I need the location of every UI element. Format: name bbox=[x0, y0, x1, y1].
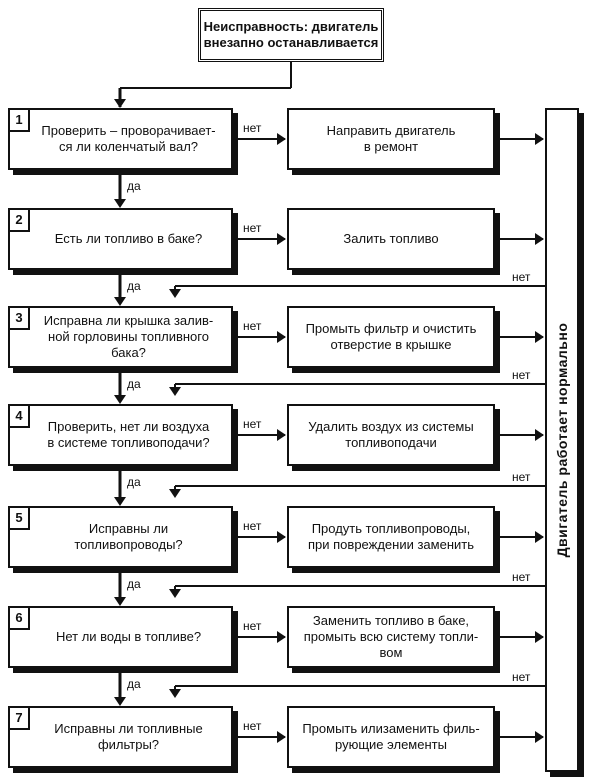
feedback-no-label: нет bbox=[512, 570, 531, 584]
arrow-head bbox=[277, 631, 286, 643]
action-text: Направить двигатель в ремонт bbox=[326, 123, 456, 154]
arrow-head bbox=[277, 531, 286, 543]
arrow-head bbox=[277, 731, 286, 743]
title-text: Неисправность: двигатель внезапно остана… bbox=[203, 19, 379, 50]
action-box-1: Направить двигатель в ремонт bbox=[287, 108, 495, 170]
check-number: 2 bbox=[8, 208, 30, 232]
arrow-head bbox=[277, 133, 286, 145]
normal-operation-text: Двигатель работает нормально bbox=[554, 322, 570, 558]
action-text: Заменить топливо в баке, промыть всю сис… bbox=[303, 613, 479, 660]
feedback-no-label: нет bbox=[512, 470, 531, 484]
check-question: Есть ли топливо в баке? bbox=[54, 231, 203, 246]
action-box-4: Удалить воздух из системы топливоподачи bbox=[287, 404, 495, 466]
arrow-head bbox=[114, 199, 126, 208]
check-question: Исправны ли топливопроводы? bbox=[74, 521, 183, 552]
action-box-5: Продуть топливопроводы, при повреждении … bbox=[287, 506, 495, 568]
yes-label: да bbox=[127, 179, 141, 193]
arrow-head bbox=[277, 429, 286, 441]
no-label: нет bbox=[243, 519, 262, 533]
yes-label: да bbox=[127, 377, 141, 391]
arrow-head bbox=[535, 531, 544, 543]
action-box-2: Залить топливо bbox=[287, 208, 495, 270]
yes-label: да bbox=[127, 475, 141, 489]
no-label: нет bbox=[243, 417, 262, 431]
action-text: Удалить воздух из системы топливоподачи bbox=[308, 419, 474, 450]
arrow-head bbox=[535, 331, 544, 343]
title-box: Неисправность: двигатель внезапно остана… bbox=[198, 8, 384, 62]
action-box-7: Промыть илизаменить филь- рующие элемент… bbox=[287, 706, 495, 768]
arrow-head bbox=[114, 497, 126, 506]
action-text: Промыть фильтр и очистить отверстие в кр… bbox=[305, 321, 477, 352]
feedback-no-label: нет bbox=[512, 270, 531, 284]
arrow-head bbox=[535, 233, 544, 245]
check-number: 7 bbox=[8, 706, 30, 730]
arrow-head bbox=[535, 429, 544, 441]
yes-label: да bbox=[127, 577, 141, 591]
action-text: Продуть топливопроводы, при повреждении … bbox=[308, 521, 474, 552]
check-question: Нет ли воды в топливе? bbox=[55, 629, 202, 644]
check-question: Исправны ли топливные фильтры? bbox=[54, 721, 203, 752]
arrow-head bbox=[277, 331, 286, 343]
arrow-head bbox=[535, 731, 544, 743]
arrow-head bbox=[114, 697, 126, 706]
yes-label: да bbox=[127, 677, 141, 691]
check-number: 4 bbox=[8, 404, 30, 428]
arrow-head bbox=[114, 99, 126, 108]
check-question: Проверить, нет ли воздуха в системе топл… bbox=[47, 419, 210, 450]
arrow-head bbox=[114, 597, 126, 606]
arrow-head bbox=[169, 589, 181, 598]
no-label: нет bbox=[243, 719, 262, 733]
check-number: 5 bbox=[8, 506, 30, 530]
feedback-no-label: нет bbox=[512, 670, 531, 684]
action-text: Залить топливо bbox=[343, 231, 439, 246]
action-box-3: Промыть фильтр и очистить отверстие в кр… bbox=[287, 306, 495, 368]
no-label: нет bbox=[243, 221, 262, 235]
check-number: 3 bbox=[8, 306, 30, 330]
arrow-head bbox=[169, 387, 181, 396]
action-text: Промыть илизаменить филь- рующие элемент… bbox=[302, 721, 480, 752]
check-number: 1 bbox=[8, 108, 30, 132]
check-box-3: 3 Исправна ли крышка залив- ной горловины… bbox=[8, 306, 233, 368]
feedback-no-label: нет bbox=[512, 368, 531, 382]
arrow-head bbox=[114, 395, 126, 404]
arrow-head bbox=[535, 631, 544, 643]
arrow-head bbox=[535, 133, 544, 145]
arrow-head bbox=[114, 297, 126, 306]
check-number: 6 bbox=[8, 606, 30, 630]
action-box-6: Заменить топливо в баке, промыть всю сис… bbox=[287, 606, 495, 668]
normal-operation-box: Двигатель работает нормально bbox=[545, 108, 579, 772]
check-question: Проверить – проворачивает- ся ли коленча… bbox=[41, 123, 216, 154]
check-question: Исправна ли крышка залив- ной горловины … bbox=[43, 313, 214, 360]
arrow-head bbox=[169, 489, 181, 498]
arrow-head bbox=[169, 689, 181, 698]
yes-label: да bbox=[127, 279, 141, 293]
no-label: нет bbox=[243, 319, 262, 333]
arrow-head bbox=[169, 289, 181, 298]
no-label: нет bbox=[243, 121, 262, 135]
no-label: нет bbox=[243, 619, 262, 633]
arrow-head bbox=[277, 233, 286, 245]
